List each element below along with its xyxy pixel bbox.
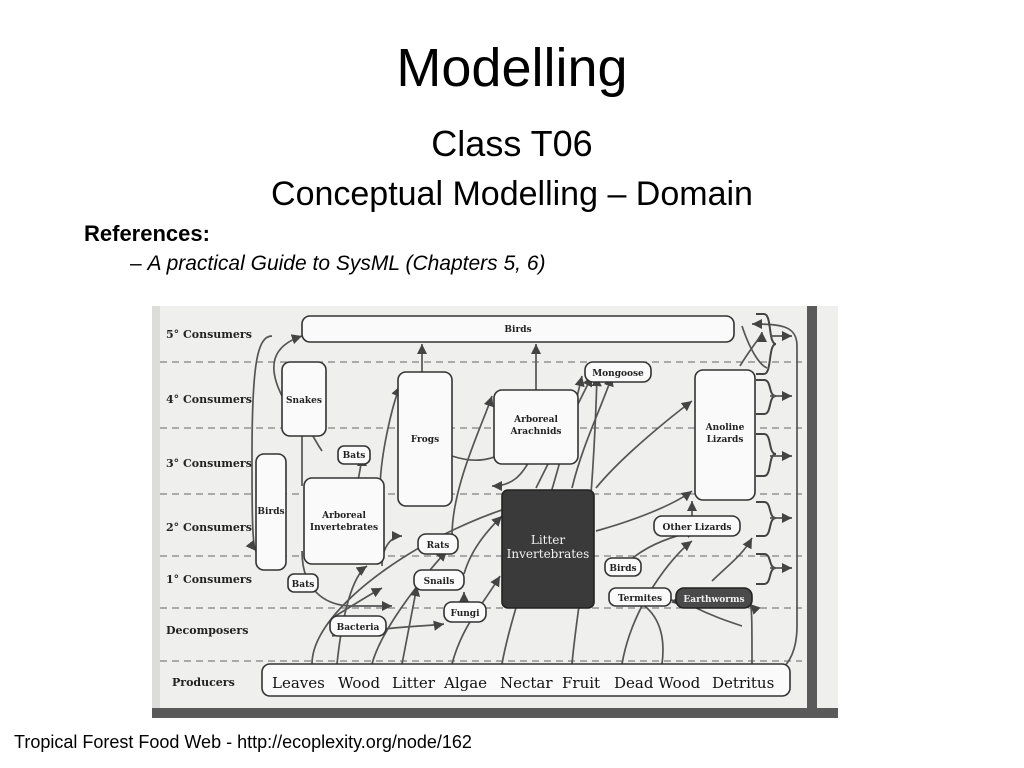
reference-dash: – <box>130 252 148 275</box>
node-label-line2: Lizards <box>707 435 744 445</box>
node-label-line1: Anoline <box>705 423 745 433</box>
node-label: Rats <box>427 541 450 551</box>
reference-text: A practical Guide to SysML (Chapters 5, … <box>147 252 546 275</box>
level-label-1-consumers: 1° Consumers <box>166 573 252 586</box>
level-label-3-consumers: 3° Consumers <box>166 457 252 470</box>
level-label-producers: Producers <box>172 676 235 689</box>
producer-wood: Wood <box>338 674 380 692</box>
trophic-level-labels: 5° Consumers 4° Consumers 3° Consumers 2… <box>166 328 252 689</box>
node-frogs: Frogs <box>397 371 453 507</box>
node-label: Fungi <box>450 609 480 619</box>
slide-subtitle-class: Class T06 <box>431 123 593 164</box>
node-bats-lower: Bats <box>287 573 319 593</box>
reference-item: – A practical Guide to SysML (Chapters 5… <box>130 250 546 278</box>
producer-fruit: Fruit <box>562 674 600 692</box>
level-label-decomposers: Decomposers <box>166 624 248 637</box>
node-label: Birds <box>504 325 531 335</box>
node-label-line1: Litter <box>531 533 566 547</box>
producer-algae: Algae <box>443 674 487 692</box>
diagram-caption: Tropical Forest Food Web - http://ecople… <box>14 732 472 752</box>
diagram-scan-edge <box>152 306 160 718</box>
producers-bar: Leaves Wood Litter Algae Nectar Fruit De… <box>261 663 791 697</box>
level-label-5-consumers: 5° Consumers <box>166 328 252 341</box>
node-snails: Snails <box>413 569 465 591</box>
node-label: Snails <box>424 577 455 587</box>
node-label: Mongoose <box>592 369 644 379</box>
node-label: Bats <box>292 580 315 590</box>
references-heading: References: <box>84 221 210 246</box>
producer-detritus: Detritus <box>712 674 774 692</box>
node-birds-top: Birds <box>301 315 735 343</box>
level-label-2-consumers: 2° Consumers <box>166 521 252 534</box>
node-label-line2: Invertebrates <box>507 547 590 561</box>
producer-nectar: Nectar <box>500 674 553 692</box>
node-fungi: Fungi <box>443 601 487 623</box>
node-birds-left: Birds <box>255 453 287 571</box>
node-label-line1: Arboreal <box>321 511 366 521</box>
node-label-line2: Invertebrates <box>310 523 378 533</box>
node-arboreal-invertebrates: Arboreal Invertebrates <box>303 477 385 565</box>
node-label: Birds <box>257 507 284 517</box>
right-edge-arrows <box>756 313 792 585</box>
node-rats: Rats <box>417 533 459 555</box>
slide-subtitle-topic: Conceptual Modelling – Domain <box>271 175 753 213</box>
node-bacteria: Bacteria <box>329 615 387 637</box>
node-label: Other Lizards <box>663 523 732 533</box>
node-label: Snakes <box>286 396 322 406</box>
slide-title: Modelling <box>396 38 628 98</box>
producer-leaves: Leaves <box>272 674 325 692</box>
node-bats-upper: Bats <box>337 445 371 465</box>
food-web-diagram: 5° Consumers 4° Consumers 3° Consumers 2… <box>152 306 838 718</box>
node-label: Termites <box>618 594 662 604</box>
node-mongoose: Mongoose <box>584 361 652 383</box>
node-label-line2: Arachnids <box>510 427 562 437</box>
level-label-4-consumers: 4° Consumers <box>166 393 252 406</box>
producer-litter: Litter <box>392 674 436 692</box>
node-label: Birds <box>609 564 636 574</box>
node-label: Bats <box>343 451 366 461</box>
node-arboreal-arachnids: Arboreal Arachnids <box>493 389 579 465</box>
diagram-right-border <box>807 306 817 718</box>
diagram-bottom-border <box>152 708 838 718</box>
node-label: Earthworms <box>683 595 744 605</box>
node-earthworms: Earthworms <box>675 587 753 609</box>
node-birds-small: Birds <box>604 557 642 577</box>
node-snakes: Snakes <box>281 361 327 437</box>
node-label: Frogs <box>411 435 439 445</box>
node-other-lizards: Other Lizards <box>653 515 741 537</box>
producer-dead-wood: Dead Wood <box>614 674 701 692</box>
node-litter-invertebrates: Litter Invertebrates <box>501 489 595 609</box>
node-termites: Termites <box>608 587 672 607</box>
node-anoline-lizards: Anoline Lizards <box>694 369 756 501</box>
node-label-line1: Arboreal <box>513 415 558 425</box>
node-label: Bacteria <box>337 623 380 633</box>
